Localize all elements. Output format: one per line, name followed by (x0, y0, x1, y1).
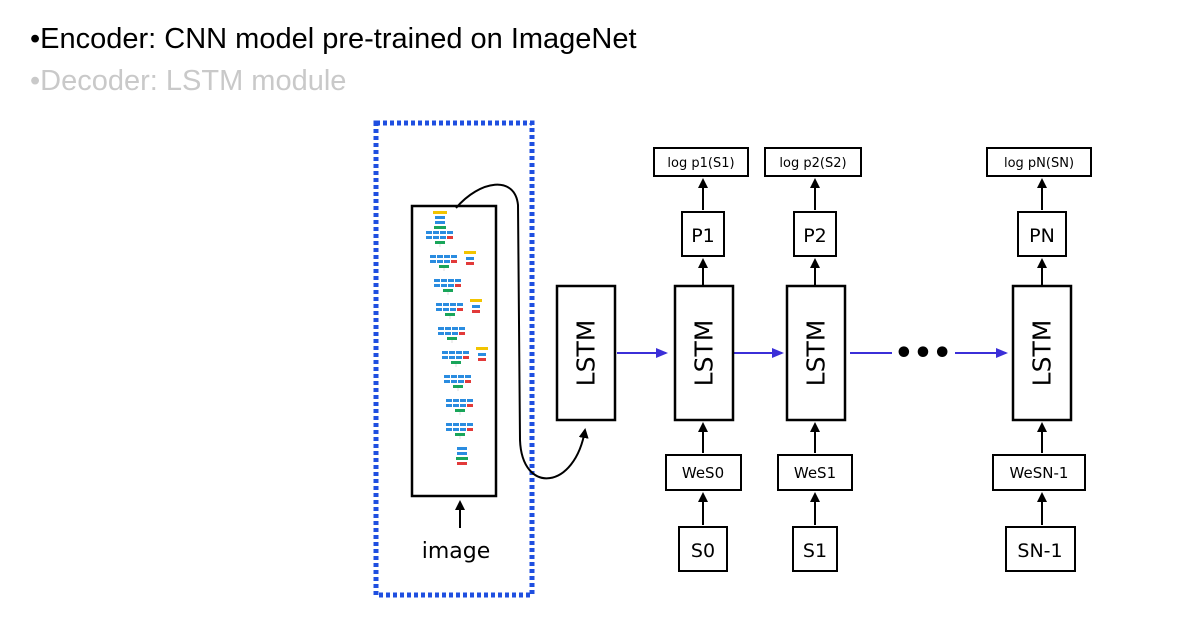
image-label: image (422, 539, 491, 564)
embed-label-0: WeS0 (682, 464, 724, 482)
word-label-1: S1 (803, 540, 827, 562)
lstm-label-2: LSTM (1028, 320, 1057, 387)
prob-box-0 (681, 211, 725, 257)
init-lstm-box (555, 284, 617, 422)
output-label-0: log p1(S1) (667, 156, 734, 171)
embed-box-0 (665, 454, 742, 491)
bullet-decoder: •Decoder: LSTM module (30, 65, 347, 97)
prob-box-2 (1017, 211, 1067, 257)
prob-label-0: P1 (691, 225, 715, 247)
word-box-2 (1005, 526, 1076, 572)
cnn-architecture-graphic (426, 211, 488, 465)
output-box-1 (764, 147, 862, 177)
ellipsis: ••• (894, 336, 952, 371)
cnn-to-lstm-connector (455, 183, 589, 480)
embed-label-1: WeS1 (794, 464, 836, 482)
lstm-box-1 (785, 284, 847, 422)
encoder-highlight-box (373, 120, 535, 598)
output-box-0 (653, 147, 749, 177)
output-label-2: log pN(SN) (1004, 156, 1074, 171)
lstm-box-0 (673, 284, 735, 422)
bullet-list: •Encoder: CNN model pre-trained on Image… (30, 18, 637, 102)
output-label-1: log p2(S2) (779, 156, 846, 171)
word-label-2: SN-1 (1017, 540, 1062, 562)
lstm-label-1: LSTM (802, 320, 831, 387)
word-box-1 (792, 526, 838, 572)
embed-label-2: WeSN-1 (1010, 464, 1069, 482)
prob-label-2: PN (1029, 225, 1055, 247)
embed-box-2 (992, 454, 1086, 491)
init-lstm-label: LSTM (572, 320, 601, 387)
lstm-label-0: LSTM (690, 320, 719, 387)
prob-label-1: P2 (803, 225, 827, 247)
output-box-2 (986, 147, 1092, 177)
word-box-0 (678, 526, 728, 572)
bullet-encoder: •Encoder: CNN model pre-trained on Image… (30, 23, 637, 55)
word-label-0: S0 (691, 540, 715, 562)
embed-box-1 (777, 454, 853, 491)
lstm-box-2 (1011, 284, 1073, 422)
prob-box-1 (793, 211, 837, 257)
